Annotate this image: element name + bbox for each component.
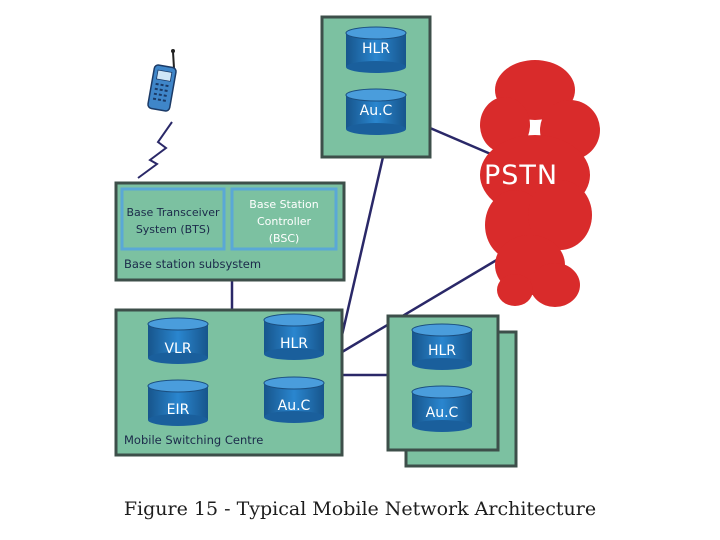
right-hlr-database-icon (411, 323, 473, 370)
mobile-switching-centre (114, 308, 344, 457)
right-hlr-label: HLR (427, 343, 457, 359)
right-auc-label: Au.C (425, 405, 459, 421)
eir-label: EIR (166, 402, 190, 418)
pstn-label: PSTN (484, 160, 559, 191)
msc-label: Mobile Switching Centre (124, 433, 264, 447)
msc-hlr-database-icon (263, 313, 325, 360)
top-hlr-label: HLR (361, 41, 391, 57)
top-auc-label: Au.C (359, 103, 393, 119)
mobile-phone-icon (137, 49, 177, 179)
msc-hlr-label: HLR (279, 336, 309, 352)
bsc-box (230, 187, 338, 251)
bsc-label: Base Station Controller (BSC) (249, 198, 319, 245)
right-node (386, 314, 518, 468)
vlr-label: VLR (164, 341, 192, 357)
link-hlr-msc (338, 156, 385, 345)
top-hlr-database-icon (345, 26, 407, 73)
bts-label: Base Transceiver System (BTS) (126, 206, 220, 236)
link-msc-pstn (341, 253, 506, 354)
link-hlr-pstn (429, 126, 501, 160)
right-auc-database-icon (411, 385, 473, 432)
vlr-database-icon (147, 317, 209, 364)
top-node (320, 15, 432, 159)
base-station-subsystem (114, 181, 346, 282)
msc-auc-database-icon (263, 376, 325, 423)
msc-auc-label: Au.C (277, 398, 311, 414)
connection-lines (230, 126, 506, 377)
bts-box (120, 187, 226, 251)
bss-label: Base station subsystem (124, 257, 262, 271)
eir-database-icon (147, 379, 209, 426)
pstn-cloud (480, 60, 600, 307)
figure-caption: Figure 15 - Typical Mobile Network Archi… (123, 498, 597, 520)
top-auc-database-icon (345, 88, 407, 135)
